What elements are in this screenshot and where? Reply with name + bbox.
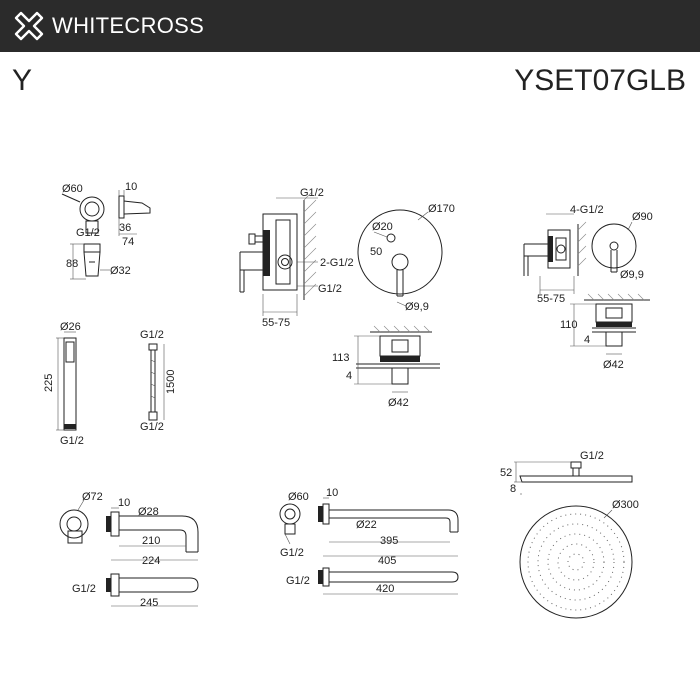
mixer-d99-label: Ø9,9: [405, 301, 429, 313]
mixer-top-drawing: [354, 325, 440, 393]
hose-drawing: [148, 343, 165, 421]
holder-g12-label: G1/2: [76, 227, 100, 239]
spout-210-label: 210: [142, 535, 160, 547]
hand-225-label: 225: [43, 374, 55, 392]
hand-d26-label: Ø26: [60, 321, 81, 333]
diverter-top-drawing: [570, 293, 650, 355]
holder-88-label: 88: [66, 258, 78, 270]
header-bar: WHITECROSS: [0, 0, 700, 52]
hose-g12-bottom-label: G1/2: [140, 421, 164, 433]
holder-d32-label: Ø32: [110, 265, 131, 277]
mixer-2g12-label: 2-G1/2: [320, 257, 354, 269]
holder-10-label: 10: [125, 181, 137, 193]
arm-d60-label: Ø60: [288, 491, 309, 503]
holder-74-label: 74: [122, 236, 134, 248]
mixer-5575-label: 55-75: [262, 317, 290, 329]
mixer-g12-top-label: G1/2: [300, 187, 324, 199]
spout-245-label: 245: [140, 597, 158, 609]
arm-395-label: 395: [380, 535, 398, 547]
arm-405-label: 405: [378, 555, 396, 567]
hand-g12-label: G1/2: [60, 435, 84, 447]
div-d90-label: Ø90: [632, 211, 653, 223]
arm-g12-label: G1/2: [280, 547, 304, 559]
spout-d28-label: Ø28: [138, 506, 159, 518]
hose-1500-label: 1500: [165, 370, 177, 394]
head-52-label: 52: [500, 467, 512, 479]
spout-g12-label: G1/2: [72, 583, 96, 595]
arm-420-label: 420: [376, 583, 394, 595]
mixer-side-drawing: [239, 191, 318, 316]
series-letter: Y: [12, 64, 33, 97]
mixer-d42-label: Ø42: [388, 397, 409, 409]
spout-d72-label: Ø72: [82, 491, 103, 503]
arm-10-label: 10: [326, 487, 338, 499]
head-g12-label: G1/2: [580, 450, 604, 462]
div-5575-label: 55-75: [537, 293, 565, 305]
div-d99-label: Ø9,9: [620, 269, 644, 281]
head-8-label: 8: [510, 483, 516, 495]
arm-d22-label: Ø22: [356, 519, 377, 531]
brand-name: WHITECROSS: [52, 13, 205, 38]
model-code: YSET07GLB: [514, 64, 686, 97]
whitecross-x-logo-icon: [14, 11, 44, 41]
mixer-113-label: 113: [332, 352, 350, 364]
bath-spout-drawing: [59, 499, 199, 607]
mixer-front-drawing: [357, 209, 443, 307]
diverter-side-drawing: [523, 213, 587, 294]
arm-g12-b-label: G1/2: [286, 575, 310, 587]
spout-224-label: 224: [142, 555, 160, 567]
div-4-label: 4: [584, 334, 590, 346]
hose-g12-top-label: G1/2: [140, 329, 164, 341]
shower-arm-drawing: [279, 497, 459, 595]
rain-shower-drawing: [514, 461, 633, 619]
mixer-d170-label: Ø170: [428, 203, 455, 215]
diverter-front-drawing: [591, 221, 637, 273]
mixer-4-label: 4: [346, 370, 352, 382]
mixer-50-label: 50: [370, 246, 382, 258]
mixer-d20-label: Ø20: [372, 221, 393, 233]
hand-shower-drawing: [56, 331, 77, 431]
div-d42-label: Ø42: [603, 359, 624, 371]
mixer-g12-bottom-label: G1/2: [318, 283, 342, 295]
holder-d60-label: Ø60: [62, 183, 83, 195]
wall-holder-drawing: [61, 190, 151, 280]
div-110-label: 110: [560, 319, 578, 331]
div-4g12-label: 4-G1/2: [570, 204, 604, 216]
spout-10-label: 10: [118, 497, 130, 509]
head-d300-label: Ø300: [612, 499, 639, 511]
holder-36-label: 36: [119, 222, 131, 234]
